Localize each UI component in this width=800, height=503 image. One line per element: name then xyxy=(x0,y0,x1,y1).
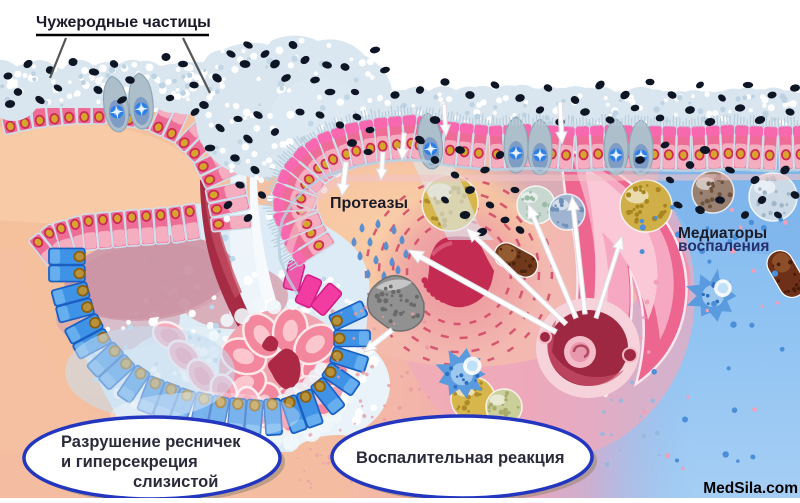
svg-text:Медиаторы: Медиаторы xyxy=(678,225,767,242)
svg-text:воспаления: воспаления xyxy=(678,238,769,255)
svg-text:Протеазы: Протеазы xyxy=(330,195,408,212)
svg-text:Разрушение ресничек: Разрушение ресничек xyxy=(61,433,241,451)
svg-text:слизистой: слизистой xyxy=(133,473,218,491)
svg-text:Чужеродные частицы: Чужеродные частицы xyxy=(36,14,211,31)
svg-text:MedSila.com: MedSila.com xyxy=(703,480,798,497)
svg-text:и гиперсекреция: и гиперсекреция xyxy=(61,453,198,471)
svg-text:Воспалительная реакция: Воспалительная реакция xyxy=(356,449,565,467)
